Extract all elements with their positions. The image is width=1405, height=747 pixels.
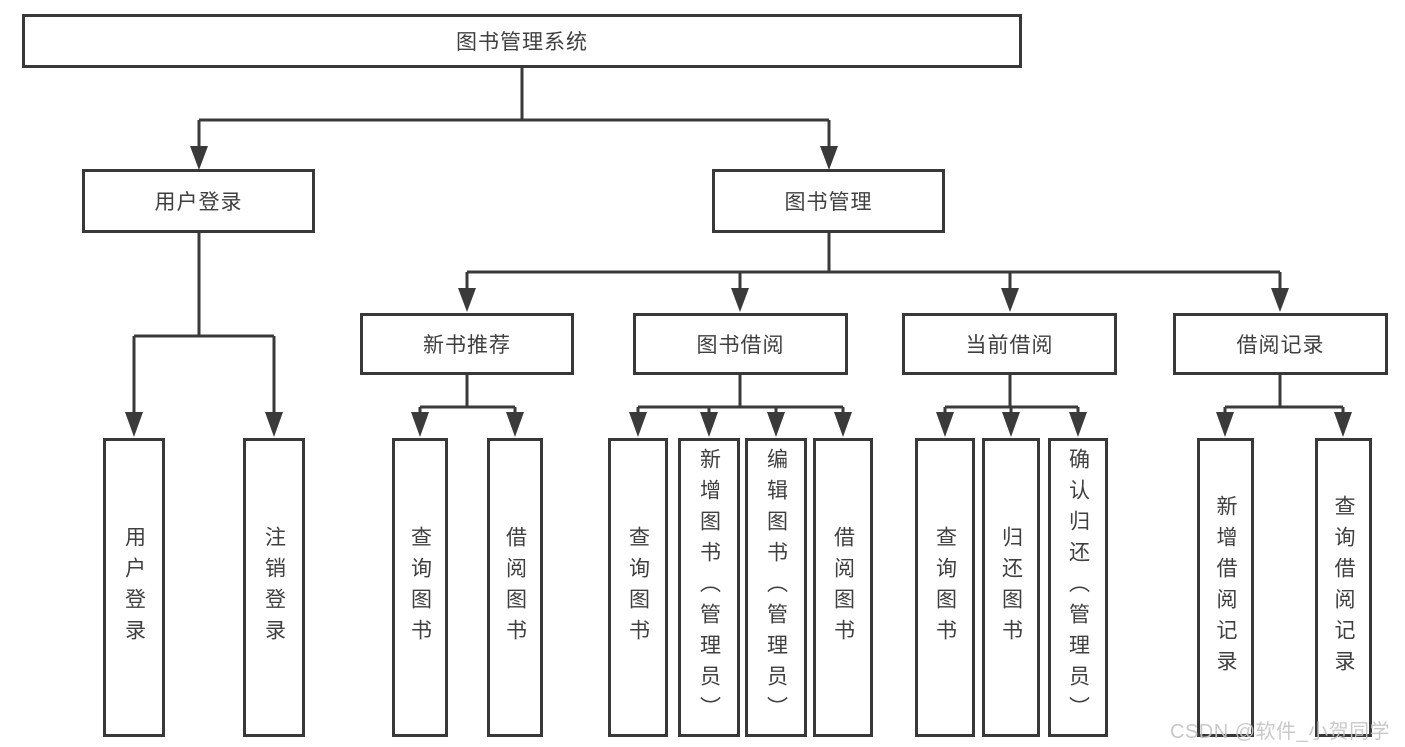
arrowhead bbox=[265, 412, 283, 437]
leaf-confirm-return-admin: 确认归还（管理员） bbox=[1048, 438, 1108, 737]
arrowhead bbox=[1271, 288, 1289, 312]
node-library-management-system: 图书管理系统 bbox=[22, 14, 1022, 68]
csdn-watermark: CSDN @软件_小贺同学 bbox=[1170, 721, 1391, 743]
arrowhead bbox=[731, 288, 749, 312]
connector-new-book-recommendation bbox=[418, 375, 517, 414]
leaf-add-books-admin: 新增图书（管理员） bbox=[678, 438, 740, 737]
leaf-logout: 注销登录 bbox=[243, 438, 305, 737]
node-label: 新书推荐 bbox=[423, 334, 511, 357]
connector-book-borrowing bbox=[636, 375, 845, 414]
arrowhead bbox=[1069, 412, 1087, 437]
leaf-return-books: 归还图书 bbox=[982, 438, 1040, 737]
arrowhead bbox=[767, 412, 785, 437]
arrowhead bbox=[1216, 412, 1234, 437]
leaf-edit-books-admin: 编辑图书（管理员） bbox=[745, 438, 807, 737]
arrowhead bbox=[190, 146, 208, 170]
arrowhead bbox=[411, 412, 429, 437]
node-book-borrowing: 图书借阅 bbox=[633, 313, 848, 375]
arrowhead bbox=[700, 412, 718, 437]
node-label: 查询图书 bbox=[626, 525, 650, 650]
leaf-borrow-books-2: 借阅图书 bbox=[813, 438, 873, 737]
arrowhead bbox=[506, 412, 524, 437]
connector-current-borrowing bbox=[943, 375, 1080, 414]
node-label: 图书管理系统 bbox=[456, 31, 588, 54]
leaf-add-borrow-record: 新增借阅记录 bbox=[1197, 438, 1254, 737]
node-label: 借阅图书 bbox=[503, 525, 527, 650]
node-label: 用户登录 bbox=[154, 191, 243, 214]
node-label: 编辑图书（管理员） bbox=[764, 448, 788, 727]
node-new-book-recommendation: 新书推荐 bbox=[360, 313, 574, 375]
node-label: 图书借阅 bbox=[696, 334, 785, 357]
node-label: 新增图书（管理员） bbox=[697, 448, 721, 727]
arrowhead bbox=[820, 146, 838, 170]
arrowhead bbox=[1002, 412, 1020, 437]
arrowhead bbox=[936, 412, 954, 437]
node-current-borrowing: 当前借阅 bbox=[902, 313, 1117, 375]
leaf-query-borrow-record: 查询借阅记录 bbox=[1315, 438, 1372, 737]
node-book-management: 图书管理 bbox=[712, 169, 945, 233]
node-label: 当前借阅 bbox=[965, 334, 1054, 357]
connector-user-login bbox=[132, 233, 276, 414]
leaf-query-books: 查询图书 bbox=[392, 438, 448, 737]
leaf-borrow-books: 借阅图书 bbox=[487, 438, 543, 737]
node-label: 确认归还（管理员） bbox=[1066, 448, 1090, 727]
node-label: 归还图书 bbox=[999, 525, 1023, 650]
node-label: 查询借阅记录 bbox=[1332, 494, 1356, 681]
connector-book-management bbox=[465, 233, 1282, 290]
connector-borrowing-records bbox=[1223, 375, 1345, 414]
node-label: 借阅图书 bbox=[831, 525, 855, 650]
arrowhead bbox=[125, 412, 143, 437]
connector-root bbox=[197, 68, 831, 148]
node-label: 注销登录 bbox=[262, 525, 286, 650]
arrowhead bbox=[834, 412, 852, 437]
arrowhead bbox=[629, 412, 647, 437]
arrowhead bbox=[1001, 288, 1019, 312]
arrowhead bbox=[458, 288, 476, 312]
node-label: 图书管理 bbox=[784, 191, 873, 214]
node-borrowing-records: 借阅记录 bbox=[1173, 313, 1388, 375]
node-label: 查询图书 bbox=[408, 525, 432, 650]
node-label: 用户登录 bbox=[122, 525, 146, 650]
leaf-query-books-3: 查询图书 bbox=[915, 438, 975, 737]
leaf-user-login: 用户登录 bbox=[103, 438, 165, 737]
node-label: 新增借阅记录 bbox=[1214, 494, 1238, 681]
node-label: 借阅记录 bbox=[1236, 334, 1325, 357]
node-label: 查询图书 bbox=[933, 525, 957, 650]
arrowhead bbox=[1334, 412, 1352, 437]
node-user-login: 用户登录 bbox=[82, 169, 315, 233]
leaf-query-books-2: 查询图书 bbox=[608, 438, 668, 737]
